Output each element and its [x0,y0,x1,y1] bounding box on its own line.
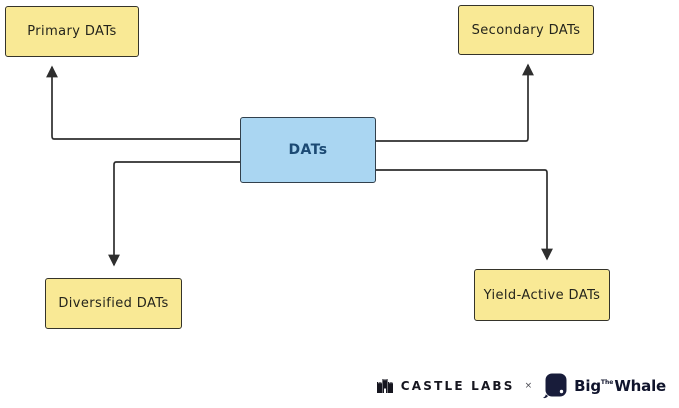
connector-center-to-primary [46,65,241,140]
big-whale-word-the: The [600,379,614,386]
connector-center-to-diversified [108,161,241,267]
collab-x-separator: × [524,381,533,391]
node-diversified-dats: Diversified DATs [45,278,182,329]
castle-icon [376,379,393,393]
node-center-dats: DATs [240,117,376,183]
node-primary-label: Primary DATs [27,24,117,39]
node-diversified-label: Diversified DATs [58,296,169,311]
node-primary-dats: Primary DATs [5,6,139,57]
connector-center-to-yield [375,169,553,261]
node-yield-active-dats: Yield-Active DATs [474,269,610,321]
big-whale-wordmark: Big The Whale [574,377,666,395]
node-secondary-dats: Secondary DATs [458,5,594,55]
castle-labs-wordmark: CASTLE LABS [400,379,515,393]
connector-center-to-secondary [375,63,534,142]
footer-brand: CASTLE LABS × Big The Whale [376,373,666,399]
big-whale-word-big: Big [574,377,601,395]
node-secondary-label: Secondary DATs [471,22,581,38]
node-yield-label: Yield-Active DATs [483,287,601,303]
whale-icon [543,373,567,399]
node-center-label: DATs [288,142,328,158]
big-whale-word-whale: Whale [614,377,666,395]
